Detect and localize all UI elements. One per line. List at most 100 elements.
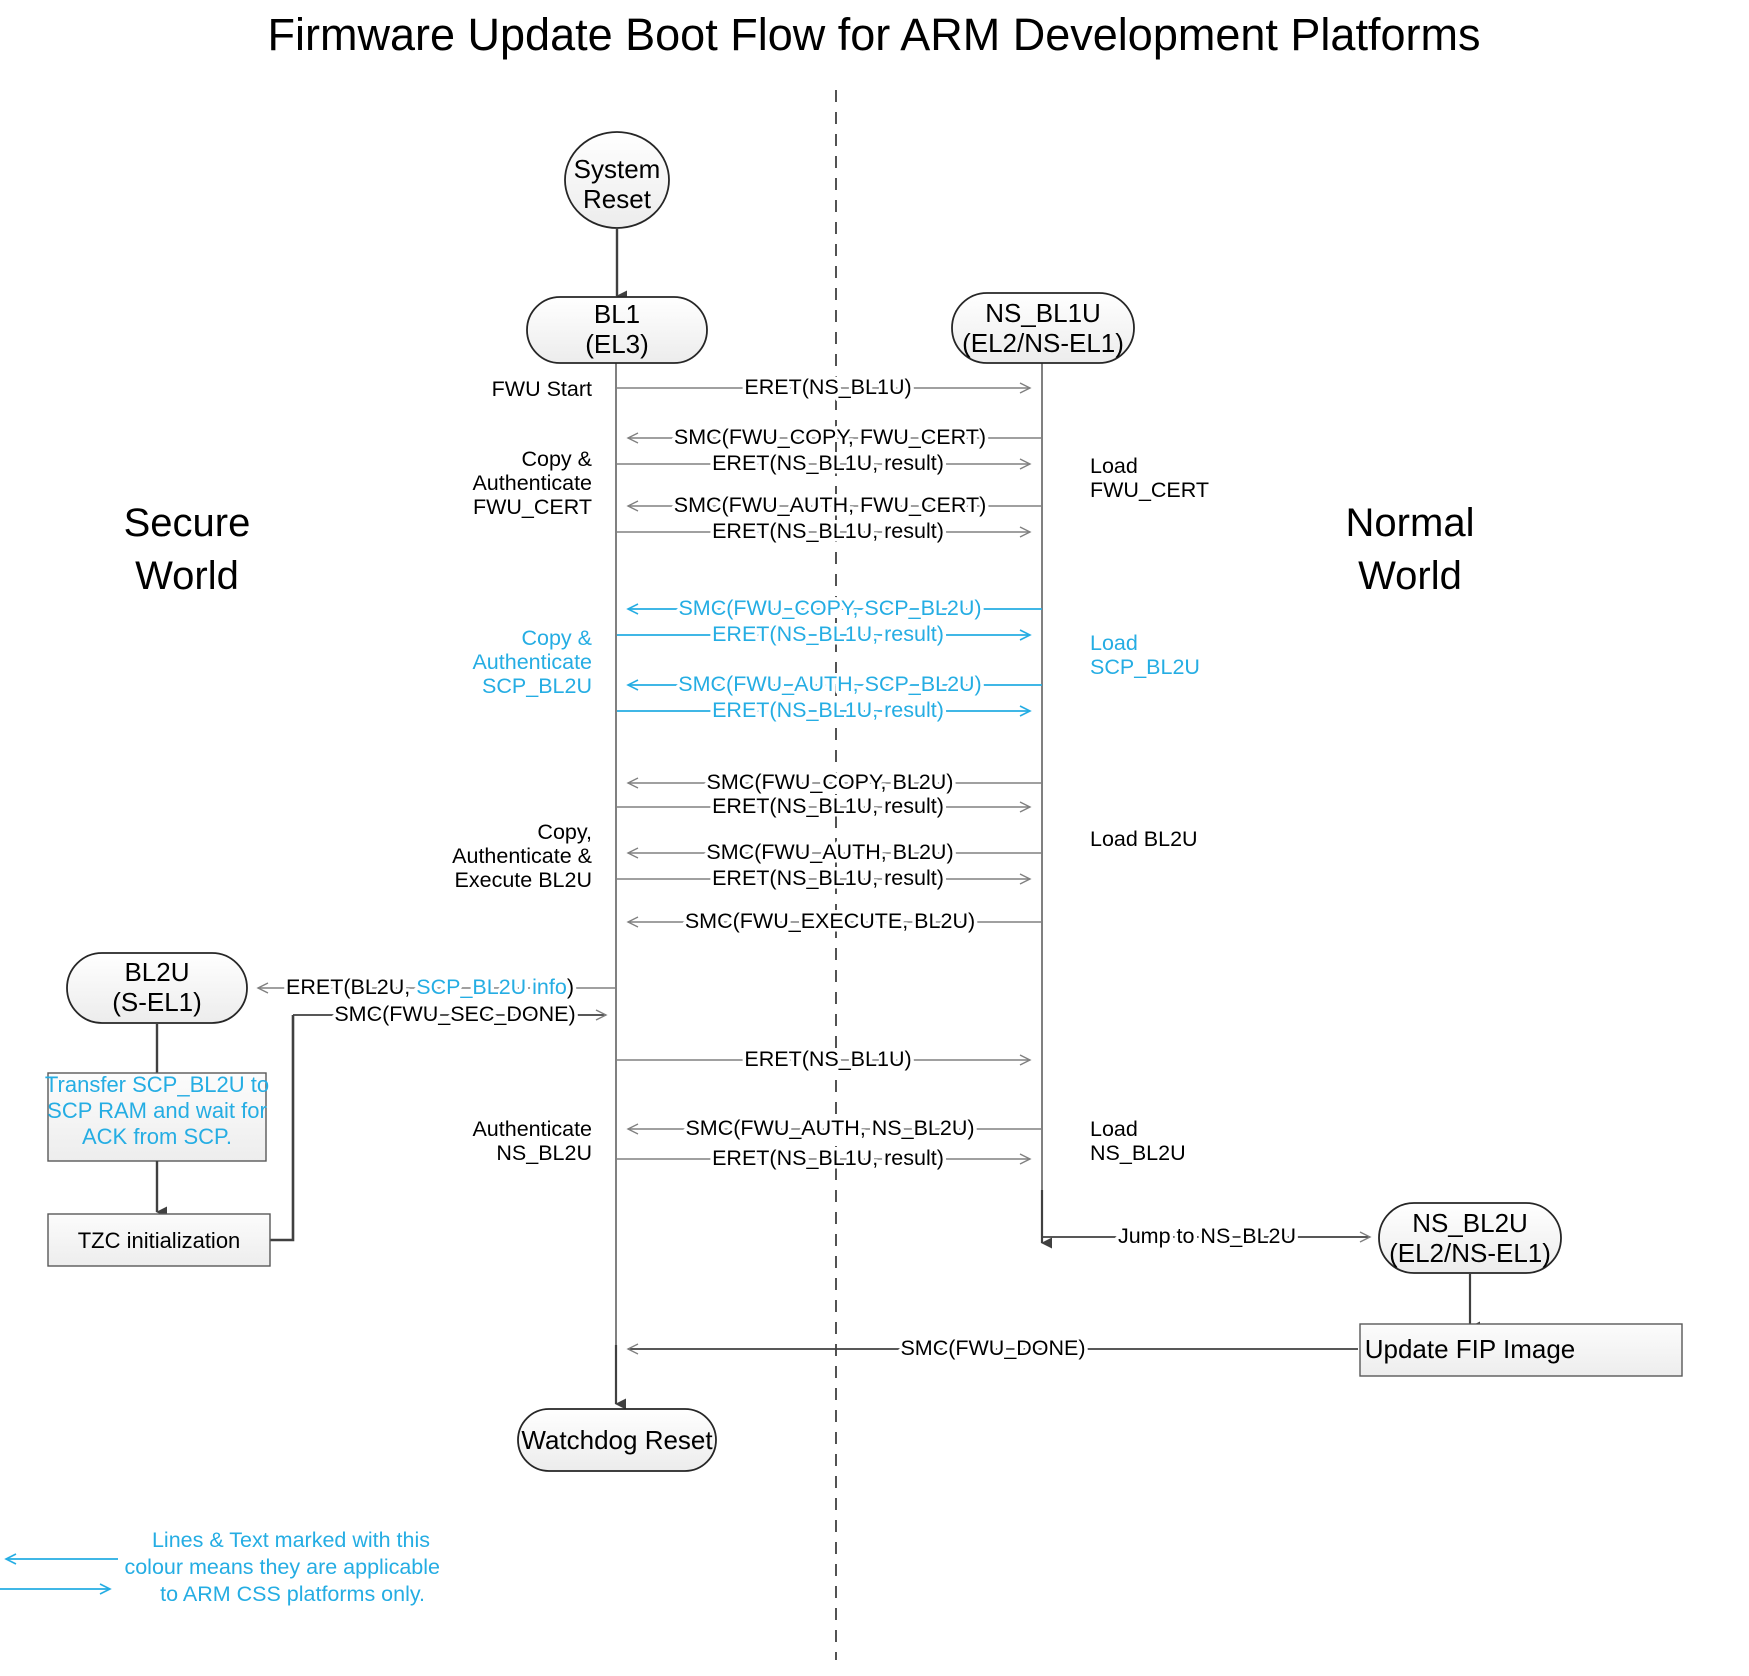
annotation-load-fwu-cert: Load FWU_CERT [1090,454,1209,502]
annotation-a3-line2: Authenticate [472,650,592,674]
annotation-a4-line1: Copy, [537,820,592,844]
message-m18-label: SMC(FWU_AUTH, NS_BL2U) [685,1116,974,1140]
legend-arrows [0,1553,118,1595]
message-m15-css-part: SCP_BL2U info [416,975,567,999]
node-bl1-line1: BL1 [594,299,640,329]
node-system-reset-line1: System [574,154,661,184]
normal-world-line2: World [1358,554,1462,598]
message-m17: ERET(NS_BL1U) [617,1044,1032,1075]
message-m16: SMC(FWU_SEC_DONE) [293,999,608,1030]
node-bl1[interactable]: BL1 (EL3) [526,296,708,364]
annotation-copy-auth-scp-bl2u: Copy & Authenticate SCP_BL2U [472,626,592,698]
node-watchdog-reset[interactable]: Watchdog Reset [517,1408,717,1472]
message-m19-label: ERET(NS_BL1U, result) [712,1146,944,1170]
node-bl2u[interactable]: BL2U (S-EL1) [66,952,248,1024]
annotation-b1-line2: FWU_CERT [1090,478,1209,502]
message-m9: ERET(NS_BL1U, result) [617,695,1032,726]
message-m3: ERET(NS_BL1U, result) [617,448,1032,479]
annotation-a4-line2: Authenticate & [452,844,592,868]
box-tzc-initialization[interactable]: TZC initialization [47,1213,271,1267]
annotation-a5-line1: Authenticate [472,1117,592,1141]
message-m14-label: SMC(FWU_EXECUTE, BL2U) [685,909,975,933]
annotation-a2-line3: FWU_CERT [473,495,592,519]
message-m7-label: ERET(NS_BL1U, result) [712,622,944,646]
message-m17-label: ERET(NS_BL1U) [744,1047,911,1071]
annotation-a3-line1: Copy & [521,626,592,650]
message-m13-label: ERET(NS_BL1U, result) [712,866,944,890]
node-bl2u-line1: BL2U [124,957,189,987]
message-m16-label: SMC(FWU_SEC_DONE) [334,1002,575,1026]
box-transfer-line2: SCP RAM and wait for [47,1098,267,1123]
node-system-reset[interactable]: System Reset [564,131,670,229]
secure-world-line1: Secure [124,501,251,545]
message-m10: SMC(FWU_COPY, BL2U) [626,767,1042,798]
annotation-load-bl2u: Load BL2U [1090,827,1198,851]
annotation-a4-line3: Execute BL2U [455,868,592,892]
box-tzc-label: TZC initialization [78,1228,241,1253]
message-m6: SMC(FWU_COPY, SCP_BL2U) [626,593,1042,624]
box-update-fip-image[interactable]: Update FIP Image [1359,1323,1683,1377]
annotation-b4-line2: NS_BL2U [1090,1141,1186,1165]
annotation-load-ns-bl2u: Load NS_BL2U [1090,1117,1186,1165]
annotation-a2-line2: Authenticate [472,471,592,495]
message-m13: ERET(NS_BL1U, result) [617,863,1032,894]
message-m18: SMC(FWU_AUTH, NS_BL2U) [626,1113,1042,1144]
message-m21-label: SMC(FWU_DONE) [900,1336,1085,1360]
annotation-fwu-start-line1: FWU Start [492,377,592,401]
message-m15-post: ) [567,975,574,999]
annotation-copy-auth-fwu-cert: Copy & Authenticate FWU_CERT [472,447,592,519]
annotation-a2-line1: Copy & [521,447,592,471]
normal-world-line1: Normal [1346,501,1475,545]
message-m20-label: Jump to NS_BL2U [1118,1224,1296,1248]
annotation-fwu-start: FWU Start [492,377,592,401]
annotation-a5-line2: NS_BL2U [496,1141,592,1165]
message-m1: ERET(NS_BL1U) [617,372,1032,403]
annotation-b4-line1: Load [1090,1117,1138,1141]
message-m20: Jump to NS_BL2U [1042,1221,1372,1252]
node-ns-bl1u-line2: (EL2/NS-EL1) [962,328,1124,358]
message-m7: ERET(NS_BL1U, result) [617,619,1032,650]
message-m5-label: ERET(NS_BL1U, result) [712,519,944,543]
annotation-b1-line1: Load [1090,454,1138,478]
annotation-copy-auth-exec-bl2u: Copy, Authenticate & Execute BL2U [452,820,592,892]
message-m2: SMC(FWU_COPY, FWU_CERT) [626,422,1042,453]
message-m14: SMC(FWU_EXECUTE, BL2U) [626,906,1042,937]
legend-line1: Lines & Text marked with this [152,1528,430,1552]
message-m2-label: SMC(FWU_COPY, FWU_CERT) [674,425,986,449]
message-m8-label: SMC(FWU_AUTH, SCP_BL2U) [678,672,981,696]
node-ns-bl2u-line1: NS_BL2U [1412,1208,1528,1238]
node-ns-bl1u-line1: NS_BL1U [985,298,1101,328]
message-m5: ERET(NS_BL1U, result) [617,516,1032,547]
message-m10-label: SMC(FWU_COPY, BL2U) [707,770,954,794]
message-m3-label: ERET(NS_BL1U, result) [712,451,944,475]
box-transfer-scp-bl2u[interactable]: Transfer SCP_BL2U to SCP RAM and wait fo… [45,1072,269,1162]
annotation-load-scp-bl2u: Load SCP_BL2U [1090,631,1200,679]
message-m4-label: SMC(FWU_AUTH, FWU_CERT) [674,493,987,517]
annotation-b3-line1: Load BL2U [1090,827,1198,851]
annotation-b2-line1: Load [1090,631,1138,655]
box-transfer-line1: Transfer SCP_BL2U to [45,1072,269,1097]
message-m11-label: ERET(NS_BL1U, result) [712,794,944,818]
legend-text: Lines & Text marked with this colour mea… [124,1528,440,1606]
legend-line3: to ARM CSS platforms only. [160,1582,425,1606]
secure-world-line2: World [135,554,239,598]
message-m21: SMC(FWU_DONE) [626,1333,1358,1364]
node-ns-bl2u-line2: (EL2/NS-EL1) [1389,1238,1551,1268]
message-m9-label: ERET(NS_BL1U, result) [712,698,944,722]
node-ns-bl1u[interactable]: NS_BL1U (EL2/NS-EL1) [951,292,1135,364]
annotation-authenticate-ns-bl2u: Authenticate NS_BL2U [472,1117,592,1165]
node-ns-bl2u[interactable]: NS_BL2U (EL2/NS-EL1) [1378,1202,1562,1274]
message-m19: ERET(NS_BL1U, result) [617,1143,1032,1174]
secure-world-label: Secure World [124,501,251,598]
annotation-b2-line2: SCP_BL2U [1090,655,1200,679]
message-m6-label: SMC(FWU_COPY, SCP_BL2U) [678,596,981,620]
message-m12: SMC(FWU_AUTH, BL2U) [626,837,1042,868]
message-m8: SMC(FWU_AUTH, SCP_BL2U) [626,669,1042,700]
message-m11: ERET(NS_BL1U, result) [617,791,1032,822]
page-title: Firmware Update Boot Flow for ARM Develo… [268,9,1481,60]
box-update-fip-label: Update FIP Image [1365,1334,1576,1364]
message-m4: SMC(FWU_AUTH, FWU_CERT) [626,490,1042,521]
node-system-reset-line2: Reset [583,184,652,214]
node-watchdog-reset-label: Watchdog Reset [521,1425,713,1455]
